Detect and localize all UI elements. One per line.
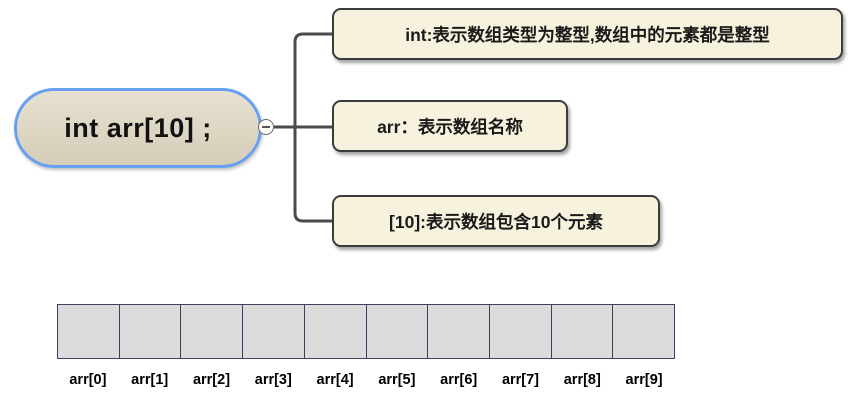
branch-node-int[interactable]: int:表示数组类型为整型,数组中的元素都是整型 bbox=[332, 8, 843, 60]
array-cell bbox=[551, 305, 614, 358]
branch-node-arr[interactable]: arr：表示数组名称 bbox=[332, 100, 568, 152]
array-index-label: arr[2] bbox=[192, 372, 231, 388]
array-cell bbox=[428, 305, 490, 358]
array-labels-row: arr[0] arr[1] arr[2] arr[3] arr[4] arr[5… bbox=[57, 372, 675, 388]
root-node[interactable]: int arr[10] ; bbox=[14, 88, 262, 168]
array-cell bbox=[243, 305, 305, 358]
connector-top-branch bbox=[293, 32, 332, 127]
array-index-label: arr[7] bbox=[501, 372, 540, 388]
array-index-label: arr[1] bbox=[131, 372, 169, 388]
array-cell bbox=[613, 305, 675, 358]
array-index-label: arr[3] bbox=[254, 372, 292, 388]
branch-node-size[interactable]: [10]:表示数组包含10个元素 bbox=[332, 195, 660, 247]
array-index-label: arr[9] bbox=[625, 372, 663, 388]
minus-icon bbox=[262, 126, 270, 128]
array-index-label: arr[0] bbox=[69, 372, 107, 388]
array-index-label: arr[6] bbox=[440, 372, 478, 388]
array-cell bbox=[366, 305, 429, 358]
branch-node-label: [10]:表示数组包含10个元素 bbox=[389, 211, 603, 232]
array-cell bbox=[119, 305, 182, 358]
connector-bottom-branch bbox=[293, 127, 332, 223]
array-cell bbox=[181, 305, 244, 358]
branch-node-label: int:表示数组类型为整型,数组中的元素都是整型 bbox=[405, 24, 770, 45]
array-cell bbox=[489, 305, 552, 358]
branch-node-label: arr：表示数组名称 bbox=[377, 116, 523, 137]
collapse-toggle-button[interactable] bbox=[258, 119, 274, 135]
array-cell bbox=[304, 305, 367, 358]
array-cell bbox=[58, 305, 120, 358]
array-index-label: arr[8] bbox=[563, 372, 601, 388]
root-node-label: int arr[10] ; bbox=[64, 112, 212, 143]
array-index-label: arr[5] bbox=[378, 372, 416, 388]
array-cells-row bbox=[57, 304, 675, 359]
array-index-label: arr[4] bbox=[316, 372, 354, 388]
